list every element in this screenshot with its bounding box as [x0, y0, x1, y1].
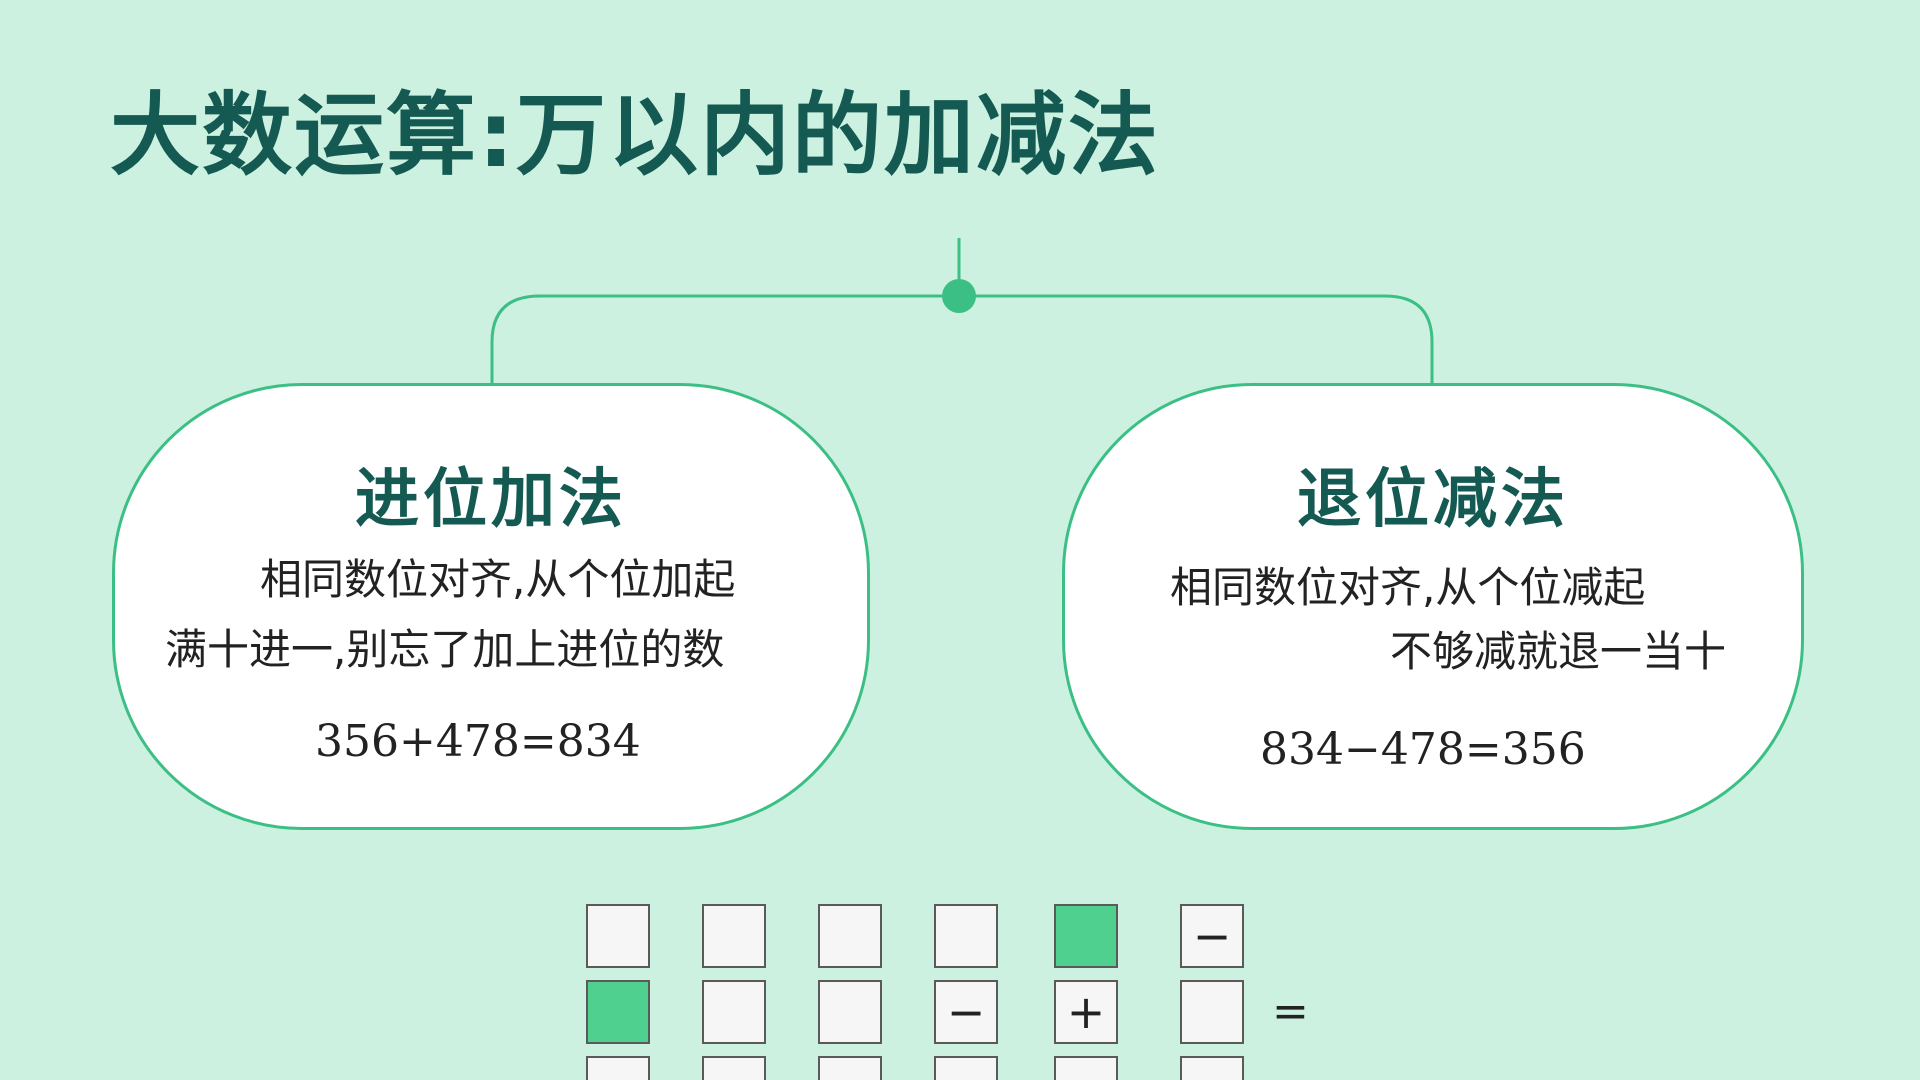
grid-cell-r0-c1: [702, 904, 766, 968]
borrow-subtraction-rule-1: 相同数位对齐,从个位减起: [1170, 563, 1646, 612]
page-title: 大数运算:万以内的加减法: [110, 83, 1160, 188]
carry-addition-heading: 进位加法: [355, 463, 627, 537]
carry-addition-example: 356+478=834: [315, 716, 641, 767]
grid-cell-r0-c2: [818, 904, 882, 968]
grid-cell-r1-c4: +: [1054, 980, 1118, 1044]
grid-cell-r2-c5: [1180, 1056, 1244, 1080]
carry-addition-rule-1: 相同数位对齐,从个位加起: [260, 555, 736, 604]
grid-cell-r2-c3: [934, 1056, 998, 1080]
grid-cell-r0-c5: −: [1180, 904, 1244, 968]
grid-cell-r1-c3: −: [934, 980, 998, 1044]
grid-cell-r0-c0: [586, 904, 650, 968]
grid-cell-r2-c1: [702, 1056, 766, 1080]
equals-sign: =: [1272, 986, 1309, 1037]
borrow-subtraction-card: 退位减法 相同数位对齐,从个位减起 不够减就退一当十 834−478=356: [1062, 383, 1804, 830]
borrow-subtraction-example: 834−478=356: [1260, 724, 1586, 775]
connector-node: [942, 279, 976, 313]
grid-cell-r2-c4: [1054, 1056, 1118, 1080]
grid-cell-r1-c0: [586, 980, 650, 1044]
grid-cell-r1-c2: [818, 980, 882, 1044]
borrow-subtraction-rule-2: 不够减就退一当十: [1390, 627, 1727, 676]
carry-addition-rule-2: 满十进一,别忘了加上进位的数: [165, 625, 725, 674]
grid-cell-r1-c1: [702, 980, 766, 1044]
connector-branches: [490, 294, 1434, 383]
borrow-subtraction-heading: 退位减法: [1297, 463, 1569, 537]
grid-cell-r1-c5: [1180, 980, 1244, 1044]
grid-cell-r2-c0: [586, 1056, 650, 1080]
carry-addition-card: 进位加法 相同数位对齐,从个位加起 满十进一,别忘了加上进位的数 356+478…: [112, 383, 870, 830]
grid-cell-r0-c4: [1054, 904, 1118, 968]
grid-cell-r0-c3: [934, 904, 998, 968]
grid-cell-r2-c2: [818, 1056, 882, 1080]
